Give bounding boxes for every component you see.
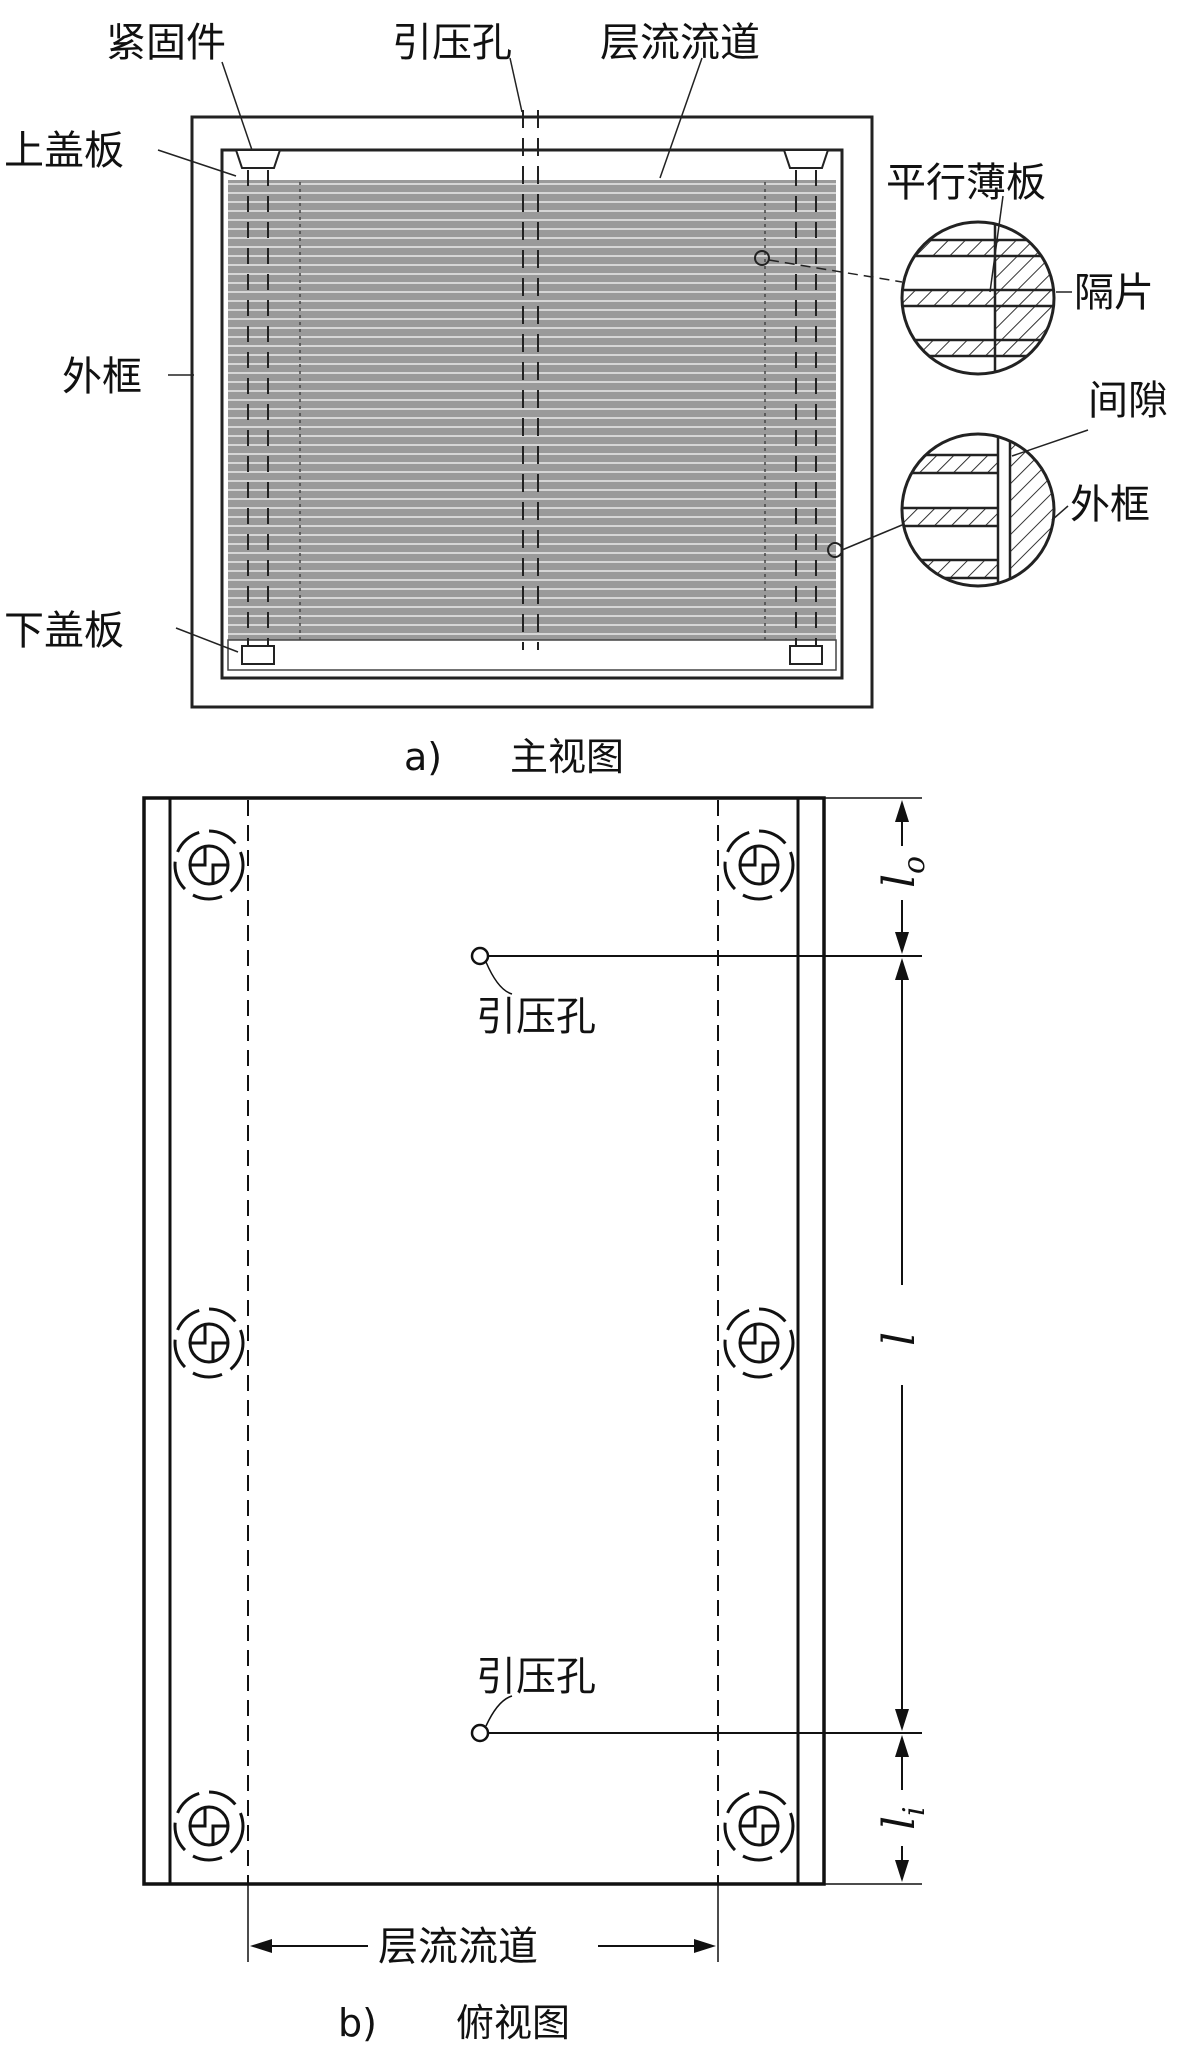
spacer-label: 隔片 [1074,270,1154,316]
plate-lines [228,183,836,635]
fastener-right-bottom [789,645,823,665]
caption-b-letter: b) [338,2001,377,2045]
fastener-symbol [173,1790,245,1862]
fastener-label: 紧固件 [106,20,226,66]
fastener-right-top [782,149,830,169]
bottom-cover-strip [227,639,837,671]
caption-b-text: 俯视图 [456,2001,570,2045]
svg-text:l: l [874,1332,925,1346]
fastener-symbol [723,829,795,901]
laminar-channel-label: 层流流道 [600,20,760,66]
fastener-left-bottom [241,645,275,665]
dim-l: l [874,1332,925,1346]
pressure-hole-dashed [522,110,539,650]
outer-frame-label: 外框 [62,354,142,400]
fastener-symbol [173,1307,245,1379]
svg-text:l: l [874,1816,925,1830]
outer-frame-detail-label: 外框 [1070,482,1150,528]
detail-parallel-plates [900,220,1056,376]
pressure-hole-top-label: 引压孔 [476,994,596,1040]
channel-width-dimension: 层流流道 [247,1884,719,1970]
dim-li: l i [874,1806,932,1830]
svg-text:i: i [897,1806,932,1816]
detail-gap-frame [900,432,1056,588]
pressure-hole-top-marker [470,946,490,966]
bottom-cover-label: 下盖板 [4,608,124,654]
gap-label: 间隙 [1088,378,1168,424]
fastener-symbol [723,1307,795,1379]
top-cover-label: 上盖板 [4,128,124,174]
front-view: 紧固件 引压孔 层流流道 上盖板 外框 下盖板 平行薄板 隔片 间隙 外框 a)… [4,20,1168,779]
top-view: l o l l i 引压孔 引压孔 层流流道 b) 俯视图 [142,796,932,2045]
fastener-left-top [234,149,282,169]
svg-text:o: o [897,856,932,874]
pressure-hole-label: 引压孔 [392,20,512,66]
fastener-symbol [723,1790,795,1862]
front-leaders [157,57,1089,653]
fastener-shafts [247,170,817,646]
top-view-outline [142,796,826,1886]
pressure-hole-bottom-marker [470,1723,490,1743]
pressure-hole-bottom-label: 引压孔 [476,1654,596,1700]
fastener-symbols [173,829,795,1862]
caption-a-text: 主视图 [510,735,624,779]
dimension-arrows [895,800,909,1882]
caption-a-letter: a) [404,735,442,779]
detail-marker-1 [754,250,770,266]
svg-text:l: l [874,874,925,888]
top-view-dashed-rails [169,800,799,1884]
dim-lo: l o [874,856,932,888]
outer-frame-rect [190,115,874,709]
inner-housing-rect [220,148,844,680]
parallel-plates-label: 平行薄板 [886,160,1046,206]
laminar-channel-width-label: 层流流道 [378,1924,538,1970]
fastener-symbol [173,829,245,901]
